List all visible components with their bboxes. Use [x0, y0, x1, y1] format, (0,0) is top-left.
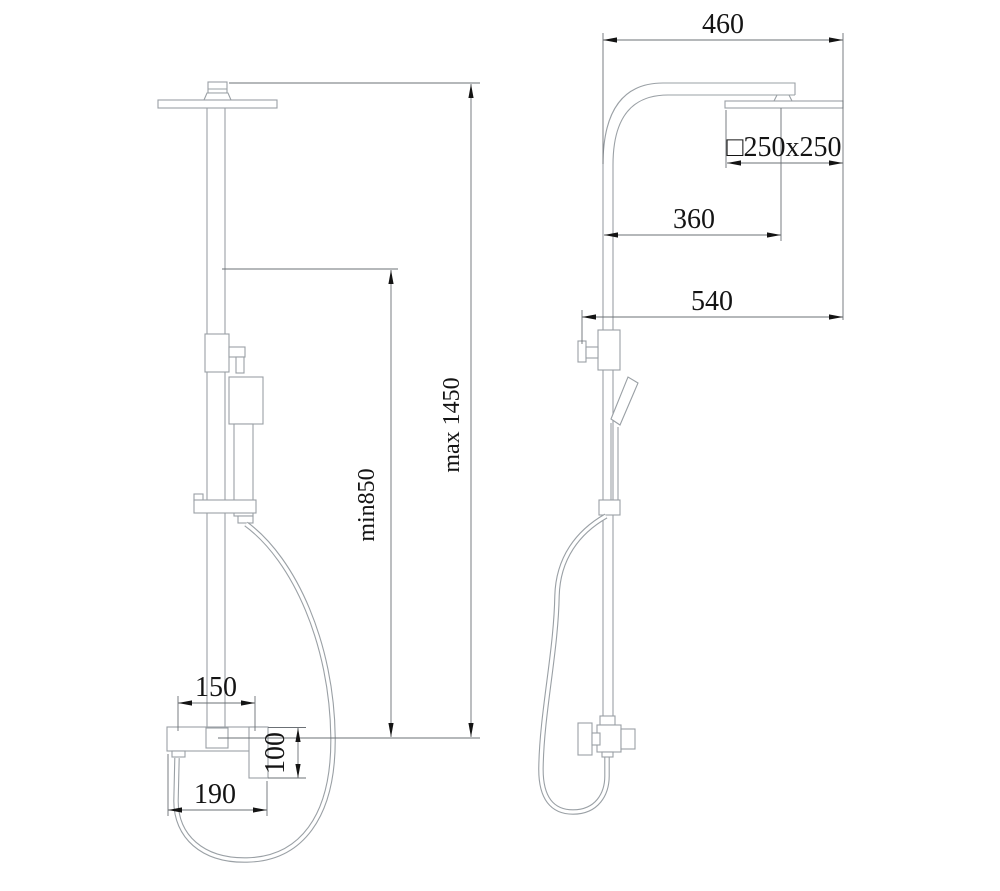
dim-label-total-reach: 540	[691, 286, 733, 317]
mixer-outlet	[248, 726, 269, 779]
bracket-knob-stem	[235, 356, 245, 374]
dim-label-mixer-width: 190	[194, 779, 236, 810]
side-view	[538, 82, 844, 815]
front-view	[157, 81, 336, 863]
hand-shower-head-side	[610, 376, 639, 426]
hand-shower-head	[228, 376, 264, 425]
overhead-shower-front	[157, 99, 278, 109]
front-view-dimensions: max 1450 min850 150 100 190	[168, 84, 474, 813]
wall-bracket	[597, 329, 621, 371]
arrow-max-top	[468, 84, 474, 98]
arrow-150-left	[178, 700, 192, 706]
arrow-190-right	[253, 807, 267, 813]
arrow-100-bottom	[295, 764, 301, 778]
wall-bracket-flange	[577, 340, 587, 363]
arrow-min-bottom	[388, 723, 394, 737]
arrow-540-right	[829, 314, 843, 320]
dim-label-min-height: min850	[354, 468, 380, 541]
overhead-shower-side	[724, 100, 844, 109]
holder-slider-side	[598, 499, 621, 516]
arrow-360-right	[767, 232, 781, 238]
mixer-hose-stub	[171, 750, 186, 758]
wall-bracket-stem	[585, 346, 599, 359]
mixer-wall-flange	[577, 722, 593, 756]
side-view-extension-lines	[581, 33, 844, 344]
arrow-460-right	[829, 37, 843, 43]
arm-connector	[207, 81, 228, 94]
shower-hose-front-inner	[174, 522, 335, 862]
slide-bar-holder	[193, 499, 257, 514]
slider-bracket	[204, 333, 230, 373]
riser-arm-outer	[602, 82, 796, 716]
dim-label-arm-reach: 360	[673, 204, 715, 235]
connector-flange	[203, 92, 232, 101]
dim-label-outlet-drop: 100	[260, 732, 291, 774]
arrow-min-top	[388, 270, 394, 284]
arrow-150-right	[241, 700, 255, 706]
riser-arm-inner	[612, 94, 795, 716]
mixer-neck-side	[599, 715, 616, 726]
arrow-540-left	[582, 314, 596, 320]
mixer-hose-stub-side	[601, 751, 614, 758]
mixer-handle-side	[620, 728, 636, 750]
dim-label-head-size: □250x250	[727, 132, 842, 163]
dim-label-max-height: max 1450	[439, 377, 465, 472]
arrow-max-bottom	[468, 723, 474, 737]
arrow-250-left	[727, 160, 741, 166]
side-view-dimensions: 460 □250x250 360 540	[582, 9, 843, 320]
front-view-extension-lines	[167, 82, 480, 816]
mixer-wall-stem	[591, 732, 601, 746]
shower-hose-side-inner	[539, 514, 609, 814]
bracket-knob-arm	[228, 346, 246, 358]
arrow-360-left	[604, 232, 618, 238]
dim-label-top-width: 460	[702, 9, 744, 40]
arrow-100-top	[295, 728, 301, 742]
dim-label-inlet-spacing: 150	[195, 672, 237, 703]
arrow-460-left	[603, 37, 617, 43]
hose-nut	[237, 515, 254, 524]
mixer-body-side	[596, 724, 622, 753]
arrow-250-right	[829, 160, 843, 166]
arrow-190-left	[168, 807, 182, 813]
